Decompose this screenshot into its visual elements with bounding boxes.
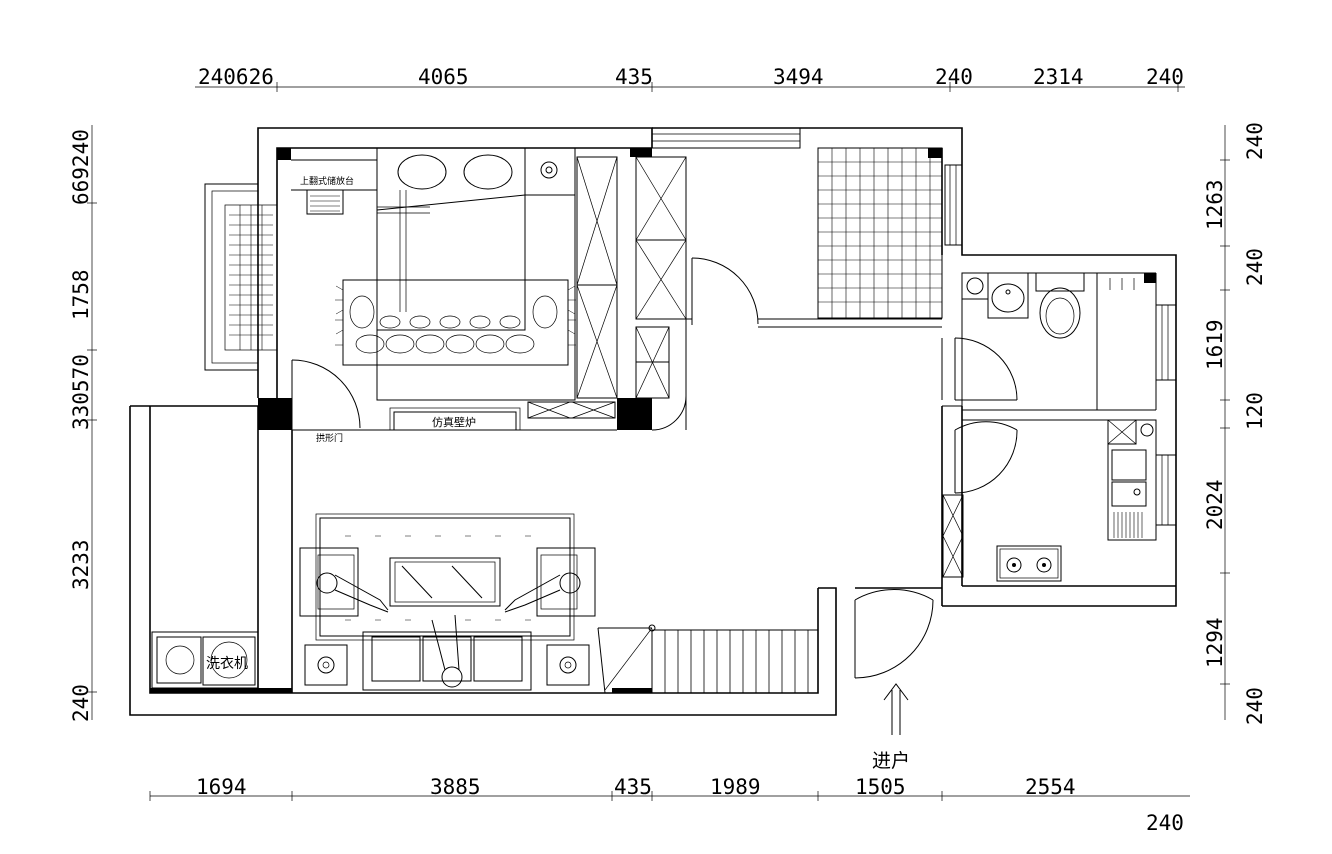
dim-bottom-3: 435 (614, 775, 652, 799)
dim-top-3: 435 (615, 65, 653, 89)
armchair-left (299, 547, 389, 617)
storage-platform-label: 上翻式储放台 (300, 175, 354, 187)
washer-label: 洗衣机 (206, 656, 248, 672)
dim-left-2: 1758 (69, 269, 93, 320)
dim-top-7: 240 (1146, 65, 1184, 89)
kitchen (942, 419, 1177, 582)
dim-left-3: 330570 (69, 354, 93, 430)
dim-left-1: 669240 (69, 129, 93, 205)
dim-right-1: 240 (1243, 122, 1267, 160)
dim-top-2: 4065 (418, 65, 469, 89)
dim-right-3: 240 (1243, 248, 1267, 286)
bathroom (961, 272, 1177, 411)
sofa (362, 614, 532, 691)
left-dimension-line: 669240 1758 330570 3233 240 (69, 125, 97, 722)
north-room-door (651, 257, 942, 431)
storage-platform: 上翻式储放台 (291, 159, 378, 215)
dim-right-8: 240 (1243, 687, 1267, 725)
structural-columns (150, 148, 1156, 693)
dim-top-6: 2314 (1033, 65, 1084, 89)
entrance-door (854, 589, 934, 679)
armchair-right (504, 547, 596, 617)
side-tables (304, 644, 590, 686)
bottom-dimension-line: 1694 3885 435 1989 1505 2554 240 (149, 775, 1190, 835)
bathroom-door (941, 337, 1018, 407)
wardrobe (527, 156, 687, 419)
dim-bottom-5: 1505 (855, 775, 906, 799)
bed (376, 147, 576, 401)
dim-left-5: 240 (69, 684, 93, 722)
top-window (651, 127, 801, 149)
entrance-arrow-icon (883, 683, 909, 735)
fireplace-label: 仿真壁炉 (432, 415, 476, 429)
dim-bottom-6: 2554 (1025, 775, 1076, 799)
dim-right-2: 1263 (1203, 179, 1227, 230)
right-dimension-line: 240 1263 240 1619 120 2024 1294 240 (1203, 122, 1267, 725)
dim-right-6: 2024 (1203, 479, 1227, 530)
bedroom-door: 拱形门 (291, 359, 617, 444)
dim-bottom-2: 3885 (430, 775, 481, 799)
north-room-window (944, 164, 963, 246)
living-room-rug (315, 513, 575, 641)
arch-door-label: 拱形门 (316, 432, 343, 444)
entrance-label: 进户 (872, 750, 910, 772)
dim-top-1: 240626 (198, 65, 274, 89)
staircase (597, 624, 819, 694)
dim-right-5: 120 (1243, 392, 1267, 430)
kitchen-door (954, 421, 1018, 494)
dim-right-4: 1619 (1203, 319, 1227, 370)
top-dimension-line: 240626 4065 435 3494 240 2314 240 (195, 65, 1185, 92)
dim-right-7: 1294 (1203, 617, 1227, 668)
bedroom-rug (335, 279, 576, 366)
fireplace: 仿真壁炉 (389, 407, 521, 431)
dim-top-4: 3494 (773, 65, 824, 89)
bedroom-balcony (204, 183, 278, 371)
dim-bottom-1: 1694 (196, 775, 247, 799)
dim-bottom-extra: 240 (1146, 811, 1184, 835)
dim-left-4: 3233 (69, 539, 93, 590)
dim-top-5: 240 (935, 65, 973, 89)
laundry-area: 洗衣机 (151, 631, 259, 689)
dim-bottom-4: 1989 (710, 775, 761, 799)
north-room-floor (817, 147, 943, 319)
coffee-table (389, 557, 501, 607)
